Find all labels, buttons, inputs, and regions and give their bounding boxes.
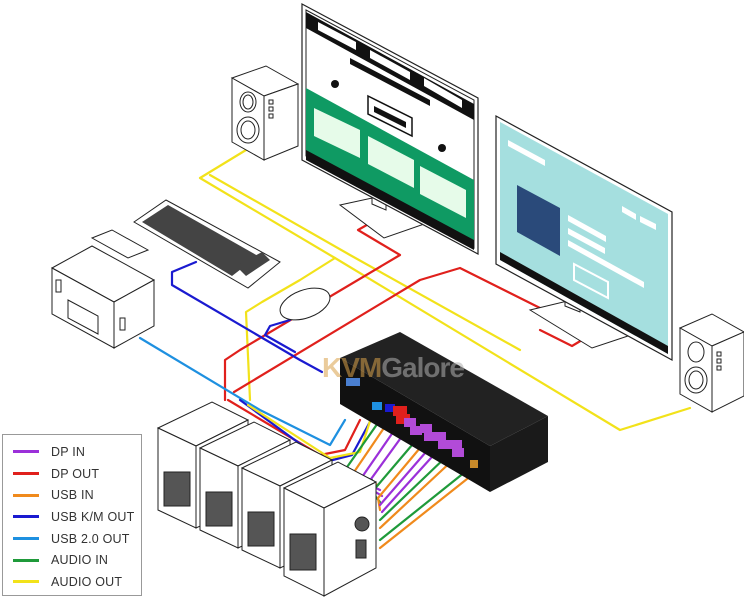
legend-label: USB K/M OUT [51, 509, 135, 524]
legend-item-audio-in: AUDIO IN [13, 549, 141, 571]
cable-bundle-blue [238, 398, 374, 464]
legend-swatch [13, 493, 39, 497]
watermark-part2: Galore [381, 352, 465, 383]
legend-swatch [13, 580, 39, 584]
legend-item-usb20-out: USB 2.0 OUT [13, 528, 141, 550]
speaker-right [678, 313, 744, 413]
legend-item-dp-in: DP IN [13, 441, 141, 463]
legend: DP IN DP OUT USB IN USB K/M OUT USB 2.0 … [2, 434, 142, 596]
cable-usb-km-mouse [263, 318, 297, 354]
legend-item-usb-in: USB IN [13, 484, 141, 506]
legend-item-usb-km-out: USB K/M OUT [13, 506, 141, 528]
legend-label: USB IN [51, 488, 94, 503]
legend-label: AUDIO OUT [51, 574, 123, 589]
cable-bundle-red [226, 398, 362, 457]
legend-swatch [13, 450, 39, 454]
legend-item-audio-out: AUDIO OUT [13, 571, 141, 593]
legend-swatch [13, 537, 39, 541]
legend-swatch [13, 472, 39, 476]
legend-label: USB 2.0 OUT [51, 531, 130, 546]
legend-label: DP IN [51, 444, 86, 459]
legend-item-dp-out: DP OUT [13, 463, 141, 485]
cable-usb-km-keyboard [170, 260, 324, 374]
cable-audio-out-top [208, 173, 522, 352]
monitor-primary [301, 2, 479, 256]
cable-audio-out-right [333, 256, 692, 432]
monitor-secondary [495, 114, 673, 362]
computer-4 [282, 461, 378, 597]
legend-label: AUDIO IN [51, 553, 109, 568]
kvm-switch [340, 332, 548, 492]
cable-usb20-printer [138, 336, 347, 447]
legend-swatch [13, 558, 39, 562]
legend-swatch [13, 515, 39, 519]
legend-label: DP OUT [51, 466, 100, 481]
printer [50, 229, 156, 349]
cable-bundle-yellow [246, 403, 374, 460]
keyboard [133, 199, 281, 289]
watermark: KVMGalore [322, 352, 465, 384]
usb-port [346, 378, 360, 386]
speaker-left [230, 65, 300, 161]
cable-audio-out-left-speaker [198, 148, 337, 402]
mouse [279, 287, 331, 321]
cable-dp-out-monitor2 [232, 266, 594, 394]
computers [156, 401, 378, 597]
watermark-part1: KVM [322, 352, 382, 383]
